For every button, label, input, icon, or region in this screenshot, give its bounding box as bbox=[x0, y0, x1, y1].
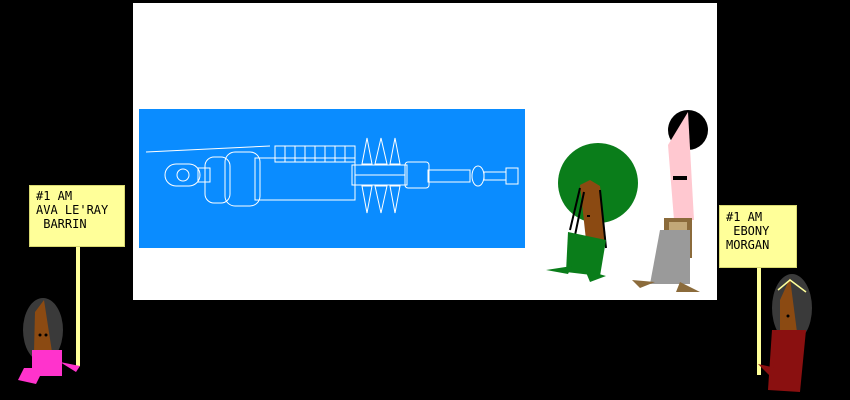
right-sign: #1 AM EBONY MORGAN bbox=[719, 205, 797, 268]
right-sign-figure-icon bbox=[757, 265, 812, 392]
blueprint-panel bbox=[139, 109, 525, 248]
left-sign: #1 AM AVA LE'RAY BARRIN bbox=[29, 185, 125, 247]
spaceship-blueprint-icon bbox=[145, 137, 519, 214]
left-sign-figure-icon bbox=[18, 246, 80, 384]
pink-figure-icon bbox=[632, 110, 708, 292]
green-hair-figure-icon bbox=[546, 143, 638, 282]
